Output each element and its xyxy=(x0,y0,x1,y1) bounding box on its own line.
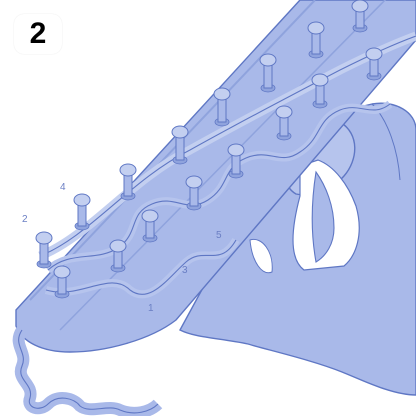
loom-peg-head xyxy=(352,0,368,12)
peg-label-4: 4 xyxy=(60,182,66,193)
loom-peg-head xyxy=(312,74,328,86)
peg-label-5: 5 xyxy=(216,230,222,241)
loom-peg-head xyxy=(260,54,276,66)
loom-peg-head xyxy=(214,88,230,100)
loom-peg-head xyxy=(36,232,52,244)
loom-peg-head xyxy=(110,240,126,252)
loom-peg-head xyxy=(172,126,188,138)
loom-peg-head xyxy=(120,164,136,176)
loom-peg-head xyxy=(142,210,158,222)
peg-label-1: 1 xyxy=(148,303,154,314)
peg-label-2: 2 xyxy=(22,214,28,225)
loom-peg xyxy=(74,194,90,230)
loom-peg-head xyxy=(74,194,90,206)
loom-peg-head xyxy=(228,144,244,156)
step-number-badge: 2 xyxy=(14,14,62,54)
loom-peg-head xyxy=(308,22,324,34)
loom-peg-head xyxy=(54,266,70,278)
loom-peg-head xyxy=(366,48,382,60)
loom-peg-head xyxy=(276,106,292,118)
loom-peg-head xyxy=(186,176,202,188)
peg-label-3: 3 xyxy=(182,265,188,276)
